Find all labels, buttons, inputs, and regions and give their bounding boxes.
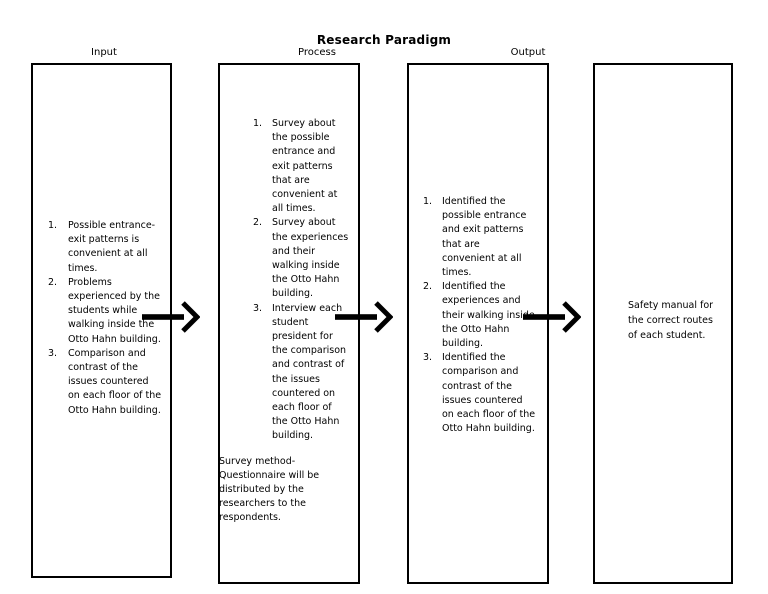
input-box xyxy=(31,63,172,578)
process-box xyxy=(218,63,360,584)
item-number: 2. xyxy=(253,217,263,229)
item-text: Problems experienced by the students whi… xyxy=(68,276,161,345)
list-item: 2. Survey about the experiences and thei… xyxy=(253,216,363,301)
item-text: Comparison and contrast of the issues co… xyxy=(68,347,162,416)
item-text: Survey about the possible entrance and e… xyxy=(272,118,338,215)
item-text: Possible entrance- exit patterns is conv… xyxy=(68,220,156,274)
list-item: 1. Possible entrance- exit patterns is c… xyxy=(48,219,170,276)
diagram-title: Research Paradigm xyxy=(316,33,452,47)
item-text: Identified the possible entrance and exi… xyxy=(442,196,527,279)
list-item: 1. Identified the possible entrance and … xyxy=(423,195,549,280)
output-column-label: Output xyxy=(510,47,546,58)
item-text: Identified the comparison and contrast o… xyxy=(442,352,536,435)
arrow-right-icon xyxy=(523,301,581,333)
item-text: Identified the experiences and their wal… xyxy=(442,281,535,350)
output-list: 1. Identified the possible entrance and … xyxy=(423,195,549,436)
item-number: 3. xyxy=(253,302,263,314)
process-survey-method-note: Survey method- Questionnaire will be dis… xyxy=(219,456,320,523)
item-number: 3. xyxy=(48,347,58,359)
input-list: 1. Possible entrance- exit patterns is c… xyxy=(48,219,170,418)
item-number: 1. xyxy=(253,118,263,129)
item-number: 2. xyxy=(48,276,58,288)
list-item: 3. Identified the comparison and contras… xyxy=(423,351,549,436)
input-column-label: Input xyxy=(91,47,117,58)
item-number: 1. xyxy=(423,196,433,207)
item-number: 3. xyxy=(423,352,433,364)
list-item: 2. Problems experienced by the students … xyxy=(48,276,170,347)
list-item: 2. Identified the experiences and their … xyxy=(423,280,549,351)
result-box xyxy=(593,63,733,584)
list-item: 3. Interview each student president for … xyxy=(253,302,363,444)
output-box xyxy=(407,63,549,584)
list-item: 3. Comparison and contrast of the issues… xyxy=(48,347,170,418)
item-text: Survey about the experiences and their w… xyxy=(272,217,349,300)
arrow-right-icon xyxy=(335,301,393,333)
process-column-label: Process xyxy=(298,47,336,58)
result-text: Safety manual for the correct routes of … xyxy=(628,300,714,341)
item-text: Interview each student president for the… xyxy=(272,302,347,442)
arrow-right-icon xyxy=(142,301,200,333)
list-item: 1. Survey about the possible entrance an… xyxy=(253,117,363,216)
process-list: 1. Survey about the possible entrance an… xyxy=(253,117,363,444)
item-number: 2. xyxy=(423,281,433,293)
item-number: 1. xyxy=(48,220,58,231)
